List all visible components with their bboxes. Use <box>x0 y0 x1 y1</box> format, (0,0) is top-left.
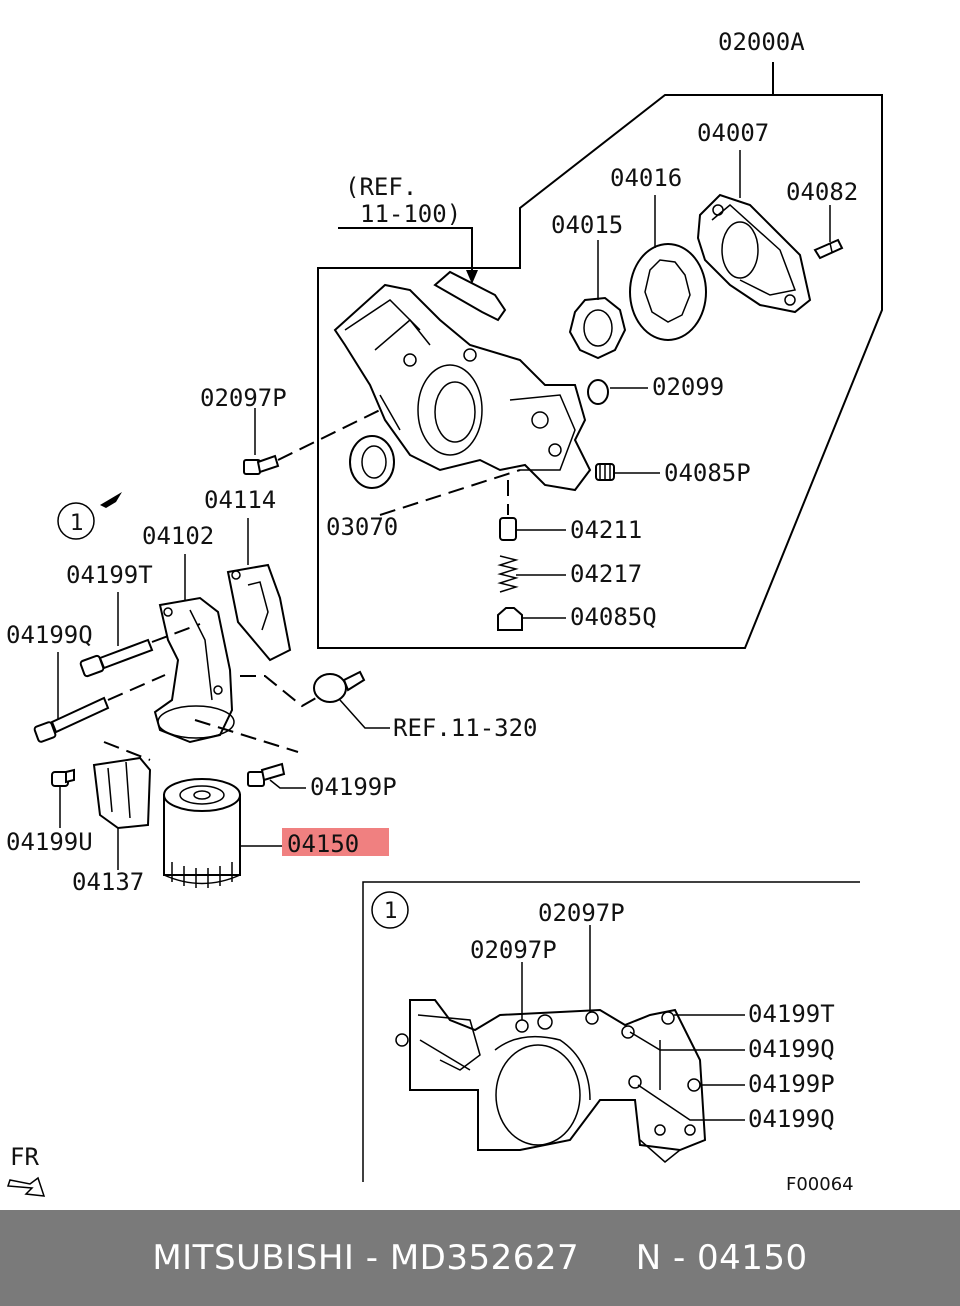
oil-filter-04150 <box>163 778 241 888</box>
leader-03070 <box>379 469 521 516</box>
bolt-04199t <box>79 638 154 678</box>
bolt-02097p <box>243 454 280 475</box>
bolt-04199q <box>33 696 110 743</box>
label-04085q: 04085Q <box>570 603 657 631</box>
dash-04199t <box>151 623 201 643</box>
sensor-dash <box>240 675 317 708</box>
label-04082: 04082 <box>786 178 858 206</box>
inset-label-04199p: 04199P <box>748 1070 835 1098</box>
oil-seal-03070 <box>349 435 395 489</box>
label-03070: 03070 <box>326 513 398 541</box>
ref-11-100-arrow <box>466 270 478 284</box>
ref-11-100-line1: (REF. <box>345 173 417 201</box>
bolt-04199p <box>247 762 286 787</box>
label-04085p: 04085P <box>664 459 751 487</box>
gasket-04114 <box>226 563 292 662</box>
label-02000a: 02000A <box>718 28 805 56</box>
plug-04085q <box>497 607 523 631</box>
screw-04082 <box>813 238 844 260</box>
dash-04199p <box>194 719 299 753</box>
label-04217: 04217 <box>570 560 642 588</box>
inset-label-02097p-top: 02097P <box>538 899 625 927</box>
label-02097p: 02097P <box>200 384 287 412</box>
label-04007: 04007 <box>697 119 769 147</box>
o-ring-02099 <box>587 379 609 405</box>
view-marker-circle <box>57 502 95 540</box>
inset-label-04199q-2: 04199Q <box>748 1105 835 1133</box>
label-04114: 04114 <box>204 486 276 514</box>
label-04211: 04211 <box>570 516 642 544</box>
footer-brand: MITSUBISHI <box>152 1238 355 1278</box>
label-04199u: 04199U <box>6 828 93 856</box>
filter-bracket-04102 <box>153 596 235 744</box>
plunger-04211 <box>499 517 517 541</box>
footer-sep-1: - <box>354 1238 390 1278</box>
inset-label-02097p-left: 02097P <box>470 936 557 964</box>
label-04150: 04150 <box>287 830 359 858</box>
bolt-04199u <box>51 768 75 787</box>
footer-part-number: MD352627 <box>389 1238 580 1278</box>
leader-04199p <box>269 779 306 789</box>
outer-rotor-04016 <box>629 243 707 341</box>
dash-02097p <box>277 409 381 461</box>
parts-diagram: 02000A (REF. 11-100) 04015 04016 <box>6 28 883 1197</box>
label-04199q: 04199Q <box>6 621 93 649</box>
inset-leader-04199q-2 <box>637 1084 745 1121</box>
inset-border <box>362 881 860 1182</box>
label-02099: 02099 <box>652 373 724 401</box>
inner-gear-04015 <box>568 296 627 360</box>
label-04199p: 04199P <box>310 773 397 801</box>
label-04199t: 04199T <box>66 561 153 589</box>
label-04016: 04016 <box>610 164 682 192</box>
front-arrow-icon <box>6 1176 46 1197</box>
figure-code: F00064 <box>786 1174 854 1195</box>
inset-marker-circle <box>371 891 409 929</box>
inset-label-04199q-1: 04199Q <box>748 1035 835 1063</box>
footer-gap <box>579 1238 636 1278</box>
view-marker-number: 1 <box>70 511 84 536</box>
label-04137: 04137 <box>72 868 144 896</box>
label-fr: FR <box>10 1143 39 1171</box>
oil-pipe <box>433 270 507 322</box>
ref-11-100-line2: 11-100) <box>360 200 461 228</box>
inset-leader-04199q-1 <box>629 1031 745 1051</box>
plate-04137 <box>92 756 152 830</box>
spring-04217 <box>497 555 519 593</box>
dash-04199q <box>107 674 166 701</box>
label-04015: 04015 <box>551 211 623 239</box>
footer-reference: N - 04150 <box>635 1238 808 1278</box>
ref-11-100-leader <box>338 227 473 278</box>
label-ref-11-320: REF.11-320 <box>393 714 538 742</box>
plug-04085p <box>595 463 615 481</box>
dash-04137 <box>103 741 151 761</box>
part-info-footer: MITSUBISHI - MD352627 N - 04150 <box>0 1210 960 1306</box>
assembly-boundary <box>317 62 883 649</box>
leader-ref-11-320 <box>339 699 390 729</box>
view-arrow-icon <box>100 492 122 508</box>
inset-marker-number: 1 <box>384 899 398 924</box>
inset-label-04199t: 04199T <box>748 1000 835 1028</box>
pump-cover-04007 <box>696 193 812 314</box>
oil-pump-housing <box>333 283 592 492</box>
label-04102: 04102 <box>142 522 214 550</box>
oil-pressure-sensor <box>313 670 366 703</box>
inset-pump-rear-view <box>395 999 707 1163</box>
highlight-04150 <box>282 828 389 856</box>
